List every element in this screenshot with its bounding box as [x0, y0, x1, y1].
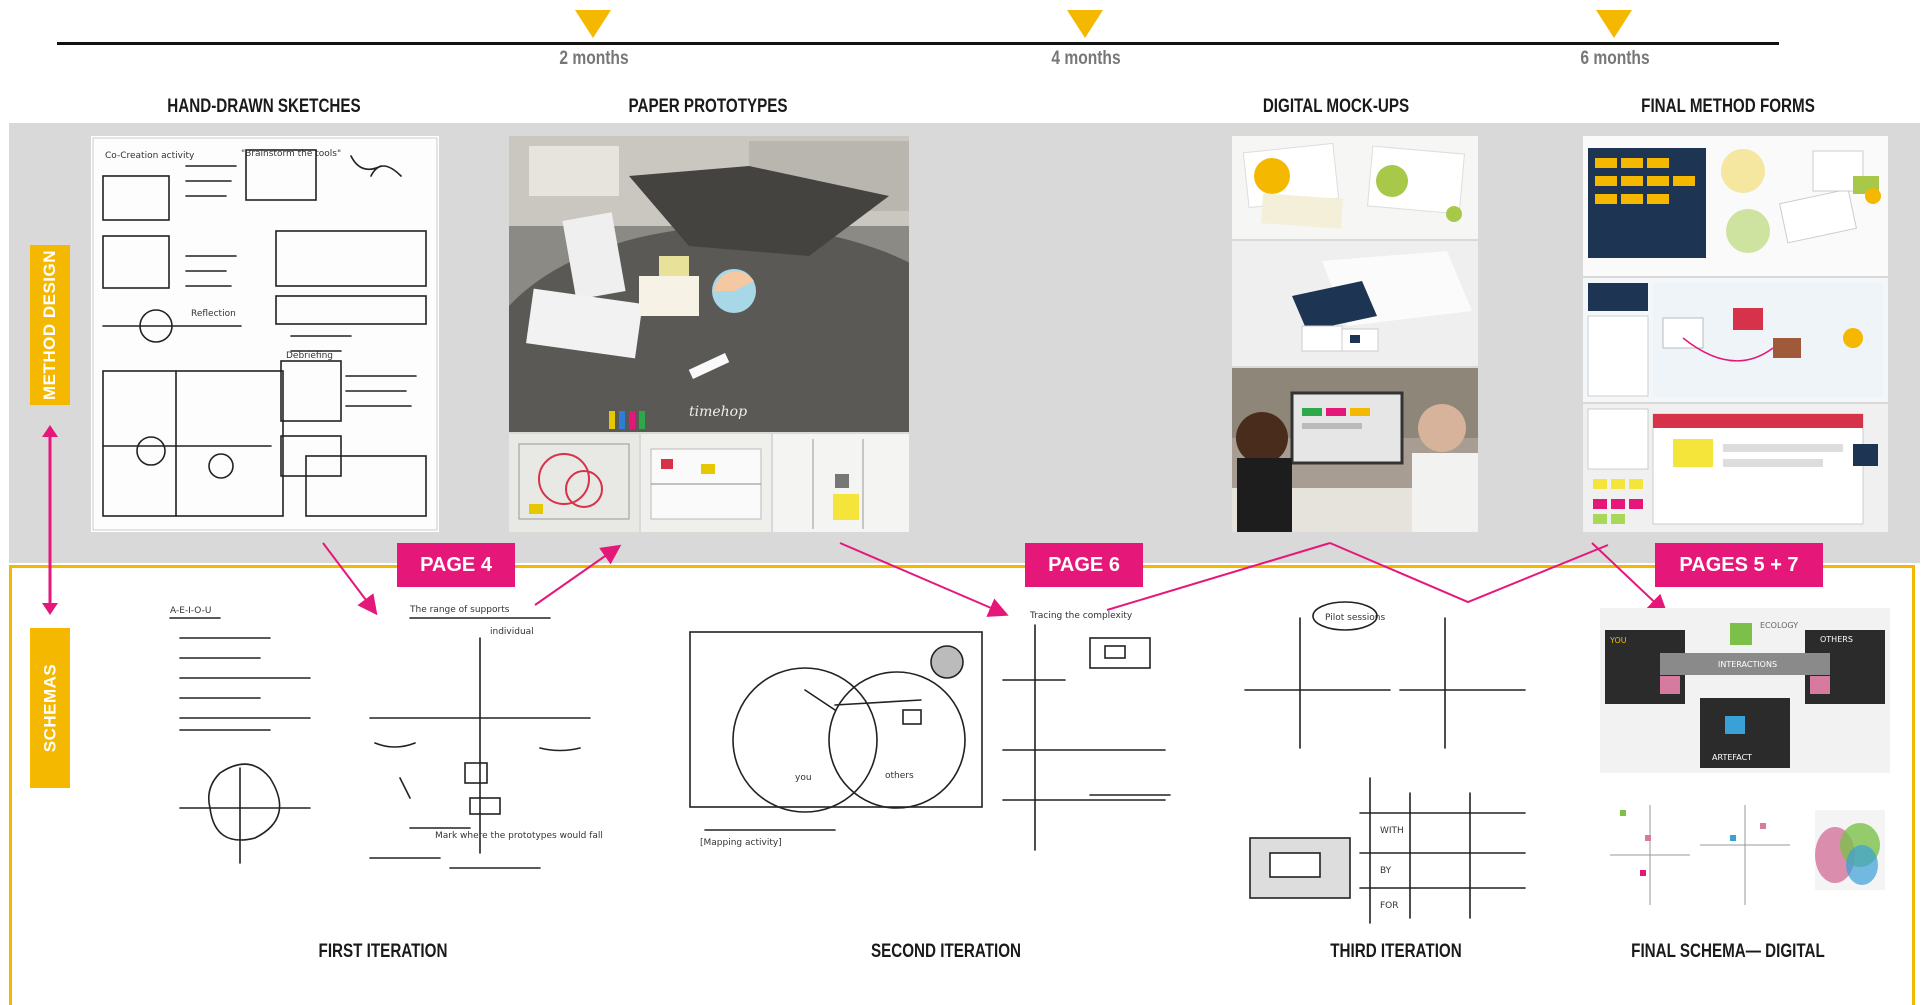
svg-text:WITH: WITH: [1380, 826, 1404, 836]
svg-text:Pilot sessions: Pilot sessions: [1325, 613, 1385, 623]
svg-text:OTHERS: OTHERS: [1820, 635, 1853, 644]
svg-text:The range of supports: The range of supports: [409, 605, 510, 615]
title-hand-drawn-sketches: HAND-DRAWN SKETCHES: [167, 96, 361, 117]
svg-text:Co-Creation activity: Co-Creation activity: [105, 151, 195, 161]
final-schema-diagram: YOU OTHERS INTERACTIONS ECOLOGY ARTEFACT: [1600, 608, 1890, 773]
final-schema-label: FINAL SCHEMA— DIGITAL: [1631, 941, 1825, 962]
final-schema-charts: [1600, 795, 1890, 915]
paper-prototypes-photo: timehop: [509, 136, 909, 432]
paper-prototype-thumb-3: [773, 434, 909, 532]
svg-text:INTERACTIONS: INTERACTIONS: [1718, 660, 1777, 669]
svg-text:others: others: [885, 771, 914, 781]
paper-prototype-thumb-1: [509, 434, 639, 532]
svg-text:BY: BY: [1380, 866, 1392, 876]
paper-prototype-thumb-2: [641, 434, 771, 532]
svg-text:ARTEFACT: ARTEFACT: [1712, 753, 1752, 762]
title-digital-mockups: DIGITAL MOCK-UPS: [1262, 96, 1410, 117]
month-label-2: 2 months: [559, 48, 629, 69]
second-iteration-sketch: Tracing the complexity you others [Mappi…: [685, 600, 1185, 860]
method-design-tab: METHOD DESIGN: [30, 245, 70, 405]
svg-text:YOU: YOU: [1609, 636, 1627, 645]
first-iteration-sketch: A-E-I-O-U The range of supports individu…: [160, 598, 605, 898]
timeline-marker-6-months: [1596, 10, 1632, 38]
svg-text:A-E-I-O-U: A-E-I-O-U: [170, 606, 211, 616]
hand-drawn-sketches-image: Co-Creation activity "Brainstorm the too…: [91, 136, 439, 532]
digital-mockup-workspace-photo: [1232, 368, 1478, 532]
month-label-6: 6 months: [1580, 48, 1650, 69]
svg-text:Mark where the prototypes woul: Mark where the prototypes would fall: [435, 831, 603, 841]
title-paper-prototypes: PAPER PROTOTYPES: [628, 96, 788, 117]
timeline-marker-2-months: [575, 10, 611, 38]
title-final-method-forms: FINAL METHOD FORMS: [1641, 96, 1815, 117]
svg-text:Tracing the complexity: Tracing the complexity: [1029, 611, 1133, 621]
svg-text:ECOLOGY: ECOLOGY: [1760, 621, 1798, 630]
final-method-form-1: [1583, 136, 1888, 276]
digital-mockup-booklet: [1232, 241, 1478, 366]
second-iteration-label: SECOND ITERATION: [870, 941, 1022, 962]
svg-text:FOR: FOR: [1380, 901, 1399, 911]
pages-5-7-badge: PAGES 5 + 7: [1655, 543, 1823, 587]
timeline-marker-4-months: [1067, 10, 1103, 38]
digital-mockup-cards: [1232, 136, 1478, 239]
page-6-badge: PAGE 6: [1025, 543, 1143, 587]
svg-text:timehop: timehop: [689, 404, 747, 420]
final-method-form-2: [1583, 278, 1888, 402]
svg-text:individual: individual: [490, 627, 534, 637]
svg-text:"Brainstorm the tools": "Brainstorm the tools": [241, 149, 341, 159]
schemas-band: [9, 565, 1915, 1005]
svg-text:Debriefing: Debriefing: [286, 351, 333, 361]
month-label-4: 4 months: [1051, 48, 1121, 69]
final-method-form-3: [1583, 404, 1888, 532]
third-iteration-sketch: Pilot sessions WITH BY FOR: [1240, 598, 1530, 928]
double-arrow-icon: [42, 425, 58, 615]
svg-text:you: you: [795, 773, 812, 783]
first-iteration-label: FIRST ITERATION: [318, 941, 448, 962]
third-iteration-label: THIRD ITERATION: [1330, 941, 1462, 962]
timeline-line: [57, 42, 1779, 45]
svg-text:[Mapping activity]: [Mapping activity]: [700, 838, 782, 848]
svg-text:Reflection: Reflection: [191, 309, 236, 319]
schemas-tab: SCHEMAS: [30, 628, 70, 788]
page-4-badge: PAGE 4: [397, 543, 515, 587]
